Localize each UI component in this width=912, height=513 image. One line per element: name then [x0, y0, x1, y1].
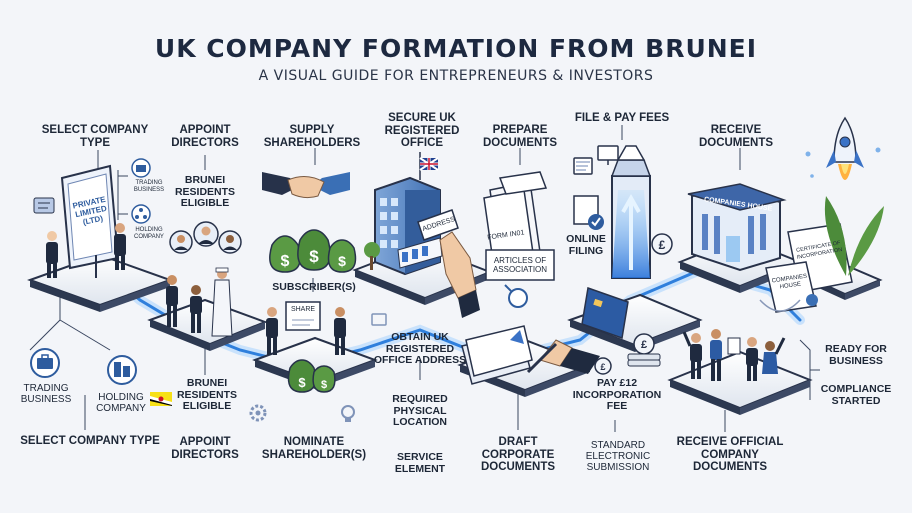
tax-tower — [612, 146, 650, 278]
money-bag-icon: $ $ $ — [270, 230, 356, 272]
label-share: SHARE — [286, 306, 320, 314]
label-nominate-shareholders: NOMINATE SHAREHOLDER(S) — [255, 436, 373, 461]
label-compliance-started: COMPLIANCE STARTED — [816, 384, 896, 407]
online-filing-check — [574, 196, 604, 230]
gear-icon — [251, 406, 265, 420]
label-file-pay-fees: FILE & PAY FEES — [572, 112, 672, 125]
svg-text:£: £ — [600, 362, 605, 372]
label-holding-company: HOLDING COMPANY — [90, 392, 152, 414]
label-select-company-type-bottom: SELECT COMPANY TYPE — [20, 435, 160, 448]
label-articles: ARTICLES OF ASSOCIATION — [488, 256, 552, 274]
lightbulb-icon — [342, 406, 354, 422]
svg-text:$: $ — [338, 253, 346, 269]
label-receive-official: RECEIVE OFFICIAL COMPANY DOCUMENTS — [670, 436, 790, 474]
bank-icon — [574, 158, 592, 174]
label-appoint-directors-top: APPOINT DIRECTORS — [160, 124, 250, 149]
svg-text:$: $ — [309, 247, 319, 266]
label-trading-business: TRADING BUSINESS — [10, 383, 82, 405]
label-brunei-residents-bottom: BRUNEI RESIDENTS ELIGIBLE — [168, 378, 246, 413]
label-secure-uk-office: SECURE UK REGISTERED OFFICE — [372, 112, 472, 150]
handshake-icon — [262, 172, 350, 198]
brunei-directors-group — [166, 268, 232, 336]
label-pay-fee: PAY £12 INCORPORATION FEE — [570, 378, 664, 413]
label-online-filing: ONLINE FILING — [560, 234, 612, 257]
svg-text:$: $ — [281, 253, 290, 270]
label-prepare-documents: PREPARE DOCUMENTS — [470, 124, 570, 149]
label-subscribers: SUBSCRIBER(S) — [262, 282, 366, 294]
label-standard-submission: STANDARD ELECTRONIC SUBMISSION — [576, 440, 660, 473]
label-appoint-directors-bottom: APPOINT DIRECTORS — [160, 436, 250, 461]
label-required-physical: REQUIRED PHYSICAL LOCATION — [380, 394, 460, 429]
label-draft-documents: DRAFT CORPORATE DOCUMENTS — [466, 436, 570, 474]
building-icon — [108, 356, 136, 384]
holding-company-small-icon — [132, 205, 150, 223]
page-subtitle: A VISUAL GUIDE FOR ENTREPRENEURS & INVES… — [0, 68, 912, 84]
document-small-icon — [372, 314, 386, 325]
label-receive-documents: RECEIVE DOCUMENTS — [686, 124, 786, 149]
trading-business-small-icon — [132, 159, 150, 177]
pound-coin-icon: £ — [652, 234, 672, 254]
label-select-company-type-top: SELECT COMPANY TYPE — [30, 124, 160, 149]
director-avatars — [170, 222, 241, 253]
svg-text:£: £ — [659, 238, 666, 252]
label-obtain-address: OBTAIN UK REGISTERED OFFICE ADDRESS — [372, 332, 468, 367]
rocket-icon — [826, 118, 864, 180]
trading-business-icon — [31, 349, 59, 377]
svg-text:$: $ — [321, 379, 327, 391]
svg-text:£: £ — [641, 339, 647, 351]
label-ready-for-business: READY FOR BUSINESS — [818, 344, 894, 367]
label-supply-shareholders: SUPPLY SHAREHOLDERS — [252, 124, 372, 149]
uk-flag-icon — [420, 152, 438, 180]
page-title: UK COMPANY FORMATION FROM BRUNEI — [0, 34, 912, 63]
label-service-element: SERVICE ELEMENT — [380, 452, 460, 475]
label-brunei-residents-top: BRUNEI RESIDENTS ELIGIBLE — [160, 175, 250, 210]
monitor-icon — [598, 146, 618, 165]
svg-text:$: $ — [298, 375, 306, 390]
chat-bubble-icon — [34, 198, 54, 213]
search-icon — [505, 285, 527, 307]
label-holding-company-small: HOLDING COMPANY — [128, 227, 170, 241]
